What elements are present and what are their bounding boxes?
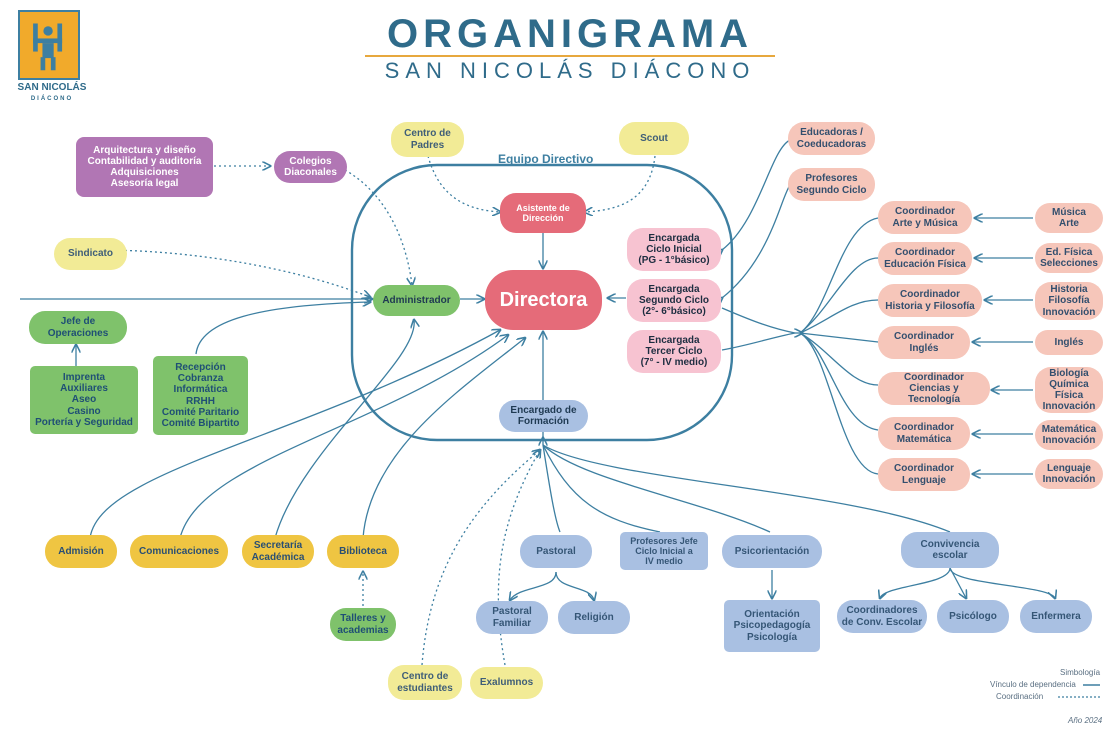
- node-secretaria-academica[interactable]: Secretaría Académica: [242, 535, 314, 568]
- node-talleres[interactable]: Talleres y academias: [330, 608, 396, 641]
- node-jefe-operaciones[interactable]: Jefe de Operaciones: [29, 311, 127, 344]
- node-recepcion-lista[interactable]: Recepción Cobranza Informática RRHH Comi…: [153, 356, 248, 435]
- node-educadoras[interactable]: Educadoras / Coeducadoras: [788, 122, 875, 155]
- node-biblioteca[interactable]: Biblioteca: [327, 535, 399, 568]
- logo-figure-icon: [33, 23, 63, 71]
- school-logo: [18, 10, 80, 80]
- node-centro-padres[interactable]: Centro de Padres: [391, 122, 464, 157]
- node-coord-ciencias[interactable]: Coordinador Ciencias y Tecnología: [878, 372, 990, 405]
- node-profesores-jefe[interactable]: Profesores Jefe Ciclo Inicial a IV medio: [620, 532, 708, 570]
- node-comunicaciones[interactable]: Comunicaciones: [130, 535, 228, 568]
- node-exalumnos[interactable]: Exalumnos: [470, 667, 543, 699]
- node-coord-educacion-fisica[interactable]: Coordinador Educación Física: [878, 242, 972, 275]
- node-matematica-innovacion[interactable]: Matemática Innovación: [1035, 420, 1103, 450]
- node-orientacion-lista[interactable]: Orientación Psicopedagogía Psicología: [724, 600, 820, 652]
- node-encargado-formacion[interactable]: Encargado de Formación: [499, 400, 588, 432]
- node-operaciones-lista[interactable]: Imprenta Auxiliares Aseo Casino Portería…: [30, 366, 138, 434]
- logo-name: SAN NICOLÁS: [17, 82, 87, 93]
- node-tercer-ciclo[interactable]: Encargada Tercer Ciclo (7° - IV medio): [627, 330, 721, 373]
- node-ingles[interactable]: Inglés: [1035, 330, 1103, 355]
- legend-solid-label: Vínculo de dependencia: [990, 680, 1076, 689]
- node-directora[interactable]: Directora: [485, 270, 602, 330]
- title-divider: [365, 55, 775, 57]
- node-psicorientacion[interactable]: Psicorientación: [722, 535, 822, 568]
- node-historia-filosofia[interactable]: Historia Filosofía Innovación: [1035, 282, 1103, 320]
- node-colegios-diaconales[interactable]: Colegios Diaconales: [274, 151, 347, 183]
- page-title: ORGANIGRAMA: [386, 12, 754, 56]
- node-musica-arte[interactable]: Música Arte: [1035, 203, 1103, 233]
- node-ciencias-lista[interactable]: Biología Química Física Innovación: [1035, 367, 1103, 413]
- node-ed-fisica[interactable]: Ed. Física Selecciones: [1035, 243, 1103, 273]
- node-psicologo[interactable]: Psicólogo: [937, 600, 1009, 633]
- node-arquitectura[interactable]: Arquitectura y diseño Contabilidad y aud…: [76, 137, 213, 197]
- node-administrador[interactable]: Administrador: [373, 285, 460, 316]
- node-profesores-segundo-ciclo[interactable]: Profesores Segundo Ciclo: [788, 168, 875, 201]
- node-coord-ingles[interactable]: Coordinador Inglés: [878, 326, 970, 359]
- logo-subtitle: DIÁCONO: [30, 96, 74, 102]
- node-coord-arte-musica[interactable]: Coordinador Arte y Música: [878, 201, 972, 234]
- node-admision[interactable]: Admisión: [45, 535, 117, 568]
- node-religion[interactable]: Religión: [558, 601, 630, 634]
- node-segundo-ciclo[interactable]: Encargada Segundo Ciclo (2°- 6°básico): [627, 279, 721, 322]
- equipo-directivo-label: Equipo Directivo: [498, 152, 594, 166]
- node-lenguaje-innovacion[interactable]: Lenguaje Innovación: [1035, 459, 1103, 489]
- node-asistente-direccion[interactable]: Asistente de Dirección: [500, 193, 586, 233]
- node-centro-estudiantes[interactable]: Centro de estudiantes: [388, 665, 462, 700]
- node-sindicato[interactable]: Sindicato: [54, 238, 127, 270]
- year-label: Año 2024: [1068, 716, 1103, 725]
- page-subtitle: SAN NICOLÁS DIÁCONO: [384, 58, 756, 83]
- node-coord-convivencia[interactable]: Coordinadores de Conv. Escolar: [837, 600, 927, 633]
- legend-title: Simbología: [1060, 668, 1101, 677]
- node-enfermera[interactable]: Enfermera: [1020, 600, 1092, 633]
- node-coord-matematica[interactable]: Coordinador Matemática: [878, 417, 970, 450]
- node-coord-historia[interactable]: Coordinador Historia y Filosofía: [878, 284, 982, 317]
- legend-dotted-label: Coordinación: [996, 692, 1044, 701]
- node-pastoral[interactable]: Pastoral: [520, 535, 592, 568]
- node-convivencia-escolar[interactable]: Convivencia escolar: [901, 532, 999, 568]
- node-ciclo-inicial[interactable]: Encargada Ciclo Inicial (PG - 1°básico): [627, 228, 721, 271]
- node-scout[interactable]: Scout: [619, 122, 689, 155]
- node-pastoral-familiar[interactable]: Pastoral Familiar: [476, 601, 548, 634]
- node-coord-lenguaje[interactable]: Coordinador Lenguaje: [878, 458, 970, 491]
